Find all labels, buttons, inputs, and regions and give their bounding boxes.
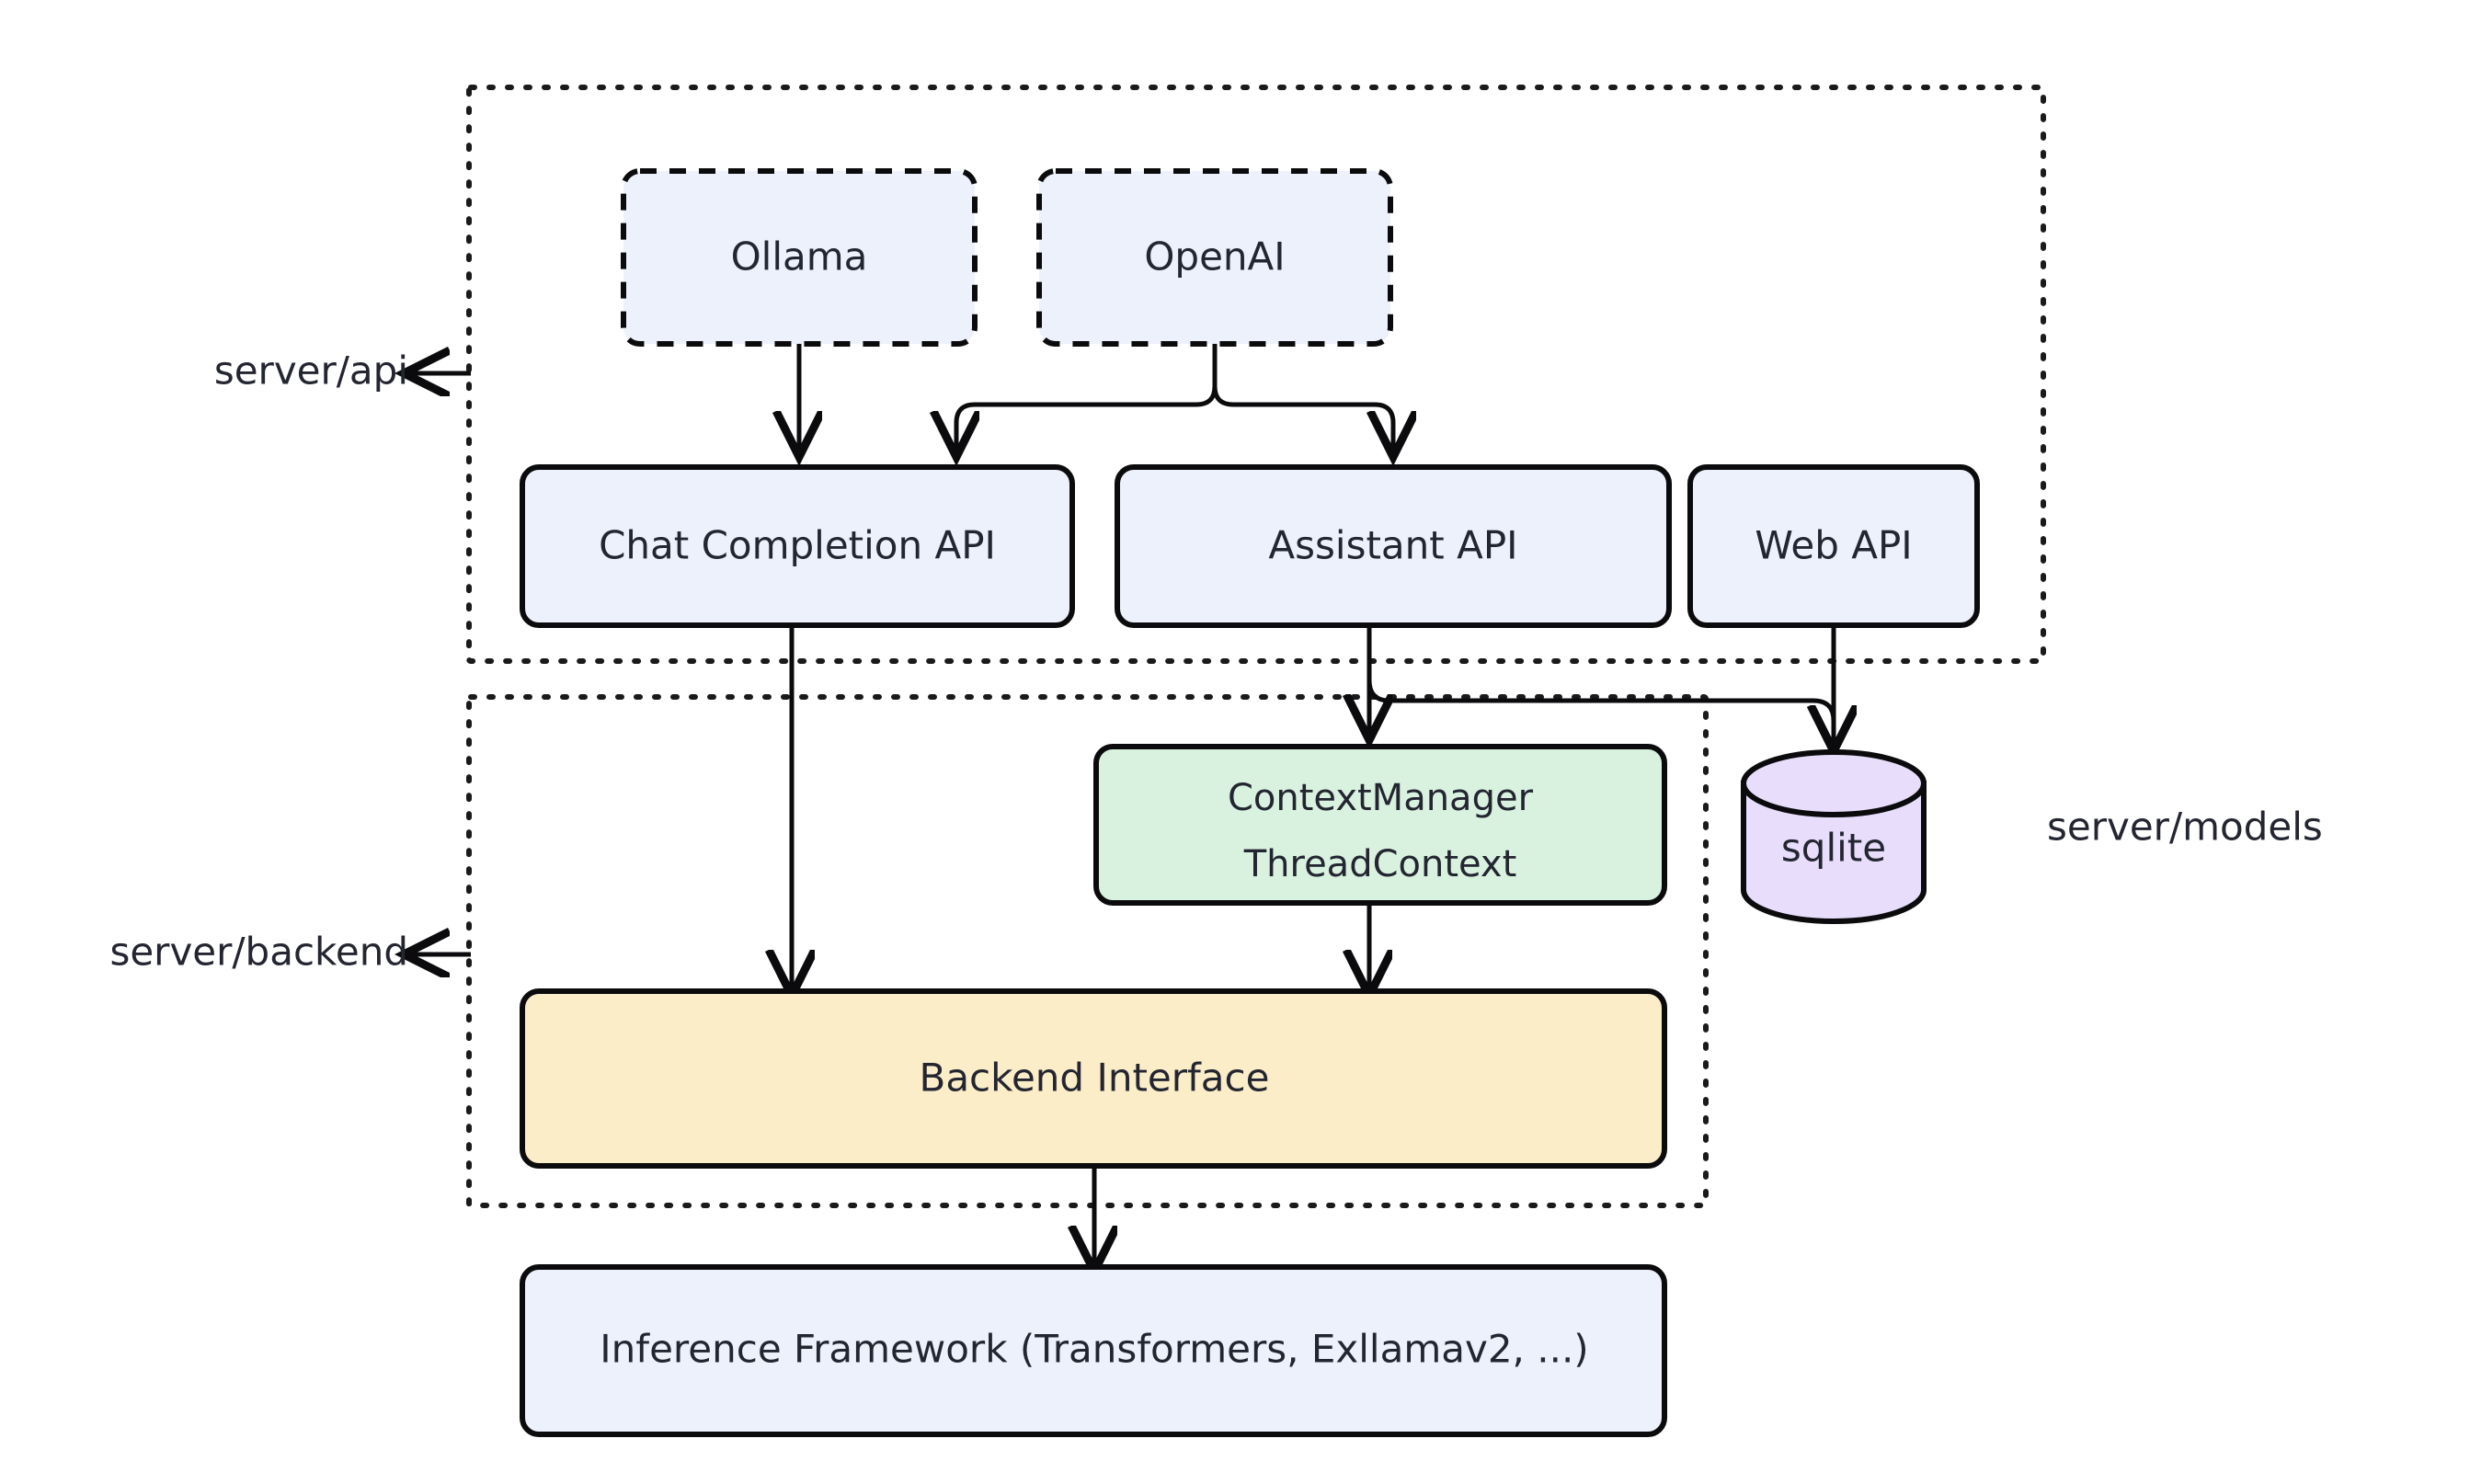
edge-openai-to-assistant bbox=[1212, 344, 1393, 452]
node-openai[interactable] bbox=[1036, 168, 1393, 347]
node-assistant-api[interactable] bbox=[1115, 464, 1672, 628]
node-inference-framework[interactable] bbox=[520, 1264, 1667, 1437]
sqlite-cylinder-body bbox=[1741, 781, 1927, 924]
group-label-server-api: server/api bbox=[214, 348, 408, 394]
node-ollama[interactable] bbox=[621, 168, 978, 347]
node-context-manager-label-line2: ThreadContext bbox=[1243, 843, 1517, 885]
node-backend-interface-label: Backend Interface bbox=[920, 1056, 1270, 1101]
backend-container bbox=[466, 694, 1709, 1208]
node-chat-completion-api-label: Chat Completion API bbox=[599, 523, 996, 568]
edge-openai-to-chat-completion bbox=[956, 344, 1218, 452]
group-label-server-backend: server/backend bbox=[109, 930, 408, 975]
node-web-api-label: Web API bbox=[1755, 523, 1912, 568]
node-context-manager-label-line1: ContextManager bbox=[1228, 777, 1534, 819]
node-web-api[interactable] bbox=[1687, 464, 1980, 628]
sqlite-cylinder-top bbox=[1741, 749, 1927, 817]
node-ollama-label: Ollama bbox=[731, 234, 868, 280]
node-sqlite[interactable]: sqlite bbox=[1741, 749, 1927, 924]
node-backend-interface[interactable] bbox=[520, 988, 1667, 1169]
node-assistant-api-label: Assistant API bbox=[1268, 523, 1517, 568]
node-inference-framework-label: Inference Framework (Transformers, Exlla… bbox=[600, 1327, 1588, 1372]
node-openai-label: OpenAI bbox=[1144, 234, 1285, 280]
api-container bbox=[466, 85, 2046, 664]
node-chat-completion-api[interactable] bbox=[520, 464, 1075, 628]
node-sqlite-label: sqlite bbox=[1781, 826, 1886, 871]
node-context-manager[interactable] bbox=[1093, 744, 1667, 906]
group-label-server-models: server/models bbox=[2047, 805, 2323, 850]
edge-assistant-to-sqlite bbox=[1367, 625, 1834, 747]
